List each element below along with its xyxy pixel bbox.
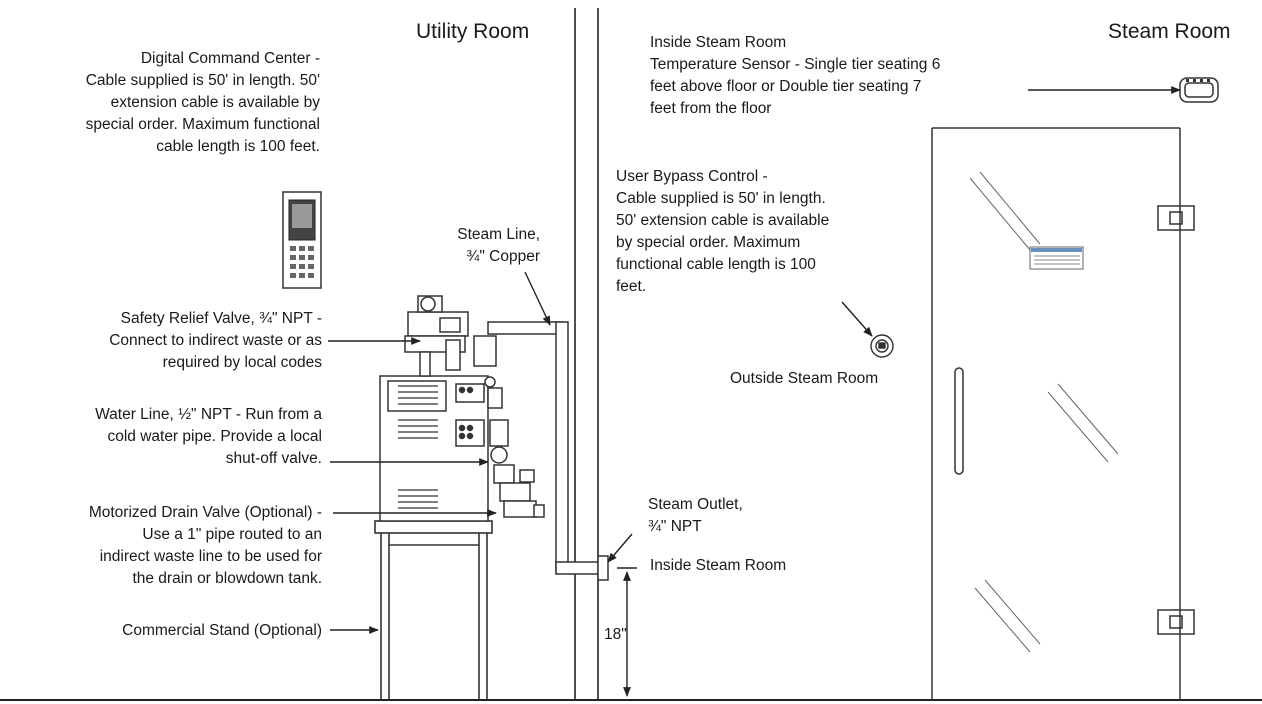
steam-room-title: Steam Room [1108, 20, 1231, 43]
utility-room-title: Utility Room [416, 20, 530, 43]
dividing-wall [574, 8, 599, 700]
inside-steam-room-label: Inside Steam Room [650, 557, 787, 574]
steam-room-door [931, 127, 1195, 700]
steam-line-pipe [487, 321, 599, 575]
lower-hinge-icon [1157, 609, 1195, 635]
commercial-stand-icon [374, 520, 493, 700]
water-line-label: Water Line, ½" NPT - Run from a cold wat… [95, 406, 322, 467]
leader-lines [328, 86, 1181, 634]
door-label-icon [1029, 246, 1084, 270]
steam-generator-icon [379, 295, 545, 522]
safety-relief-valve-label: Safety Relief Valve, ¾" NPT - Connect to… [109, 310, 322, 371]
steam-line-label: Steam Line, ¾" Copper [457, 226, 540, 265]
upper-hinge-icon [1157, 205, 1195, 231]
user-bypass-control-icon [870, 334, 894, 358]
digital-command-center-icon [282, 191, 322, 289]
digital-command-center-label: Digital Command Center - Cable supplied … [85, 50, 320, 155]
steam-outlet-label: Steam Outlet, ¾" NPT [648, 496, 743, 535]
temperature-sensor-icon [1179, 77, 1219, 103]
outside-steam-room-label: Outside Steam Room [730, 370, 879, 387]
motorized-drain-valve-label: Motorized Drain Valve (Optional) - Use a… [88, 504, 322, 587]
height-dimension-line [617, 567, 637, 697]
steam-outlet-icon [597, 555, 609, 581]
height-dimension-label: 18" [604, 626, 627, 643]
commercial-stand-label: Commercial Stand (Optional) [122, 622, 322, 639]
user-bypass-control-label: User Bypass Control - Cable supplied is … [616, 168, 830, 295]
door-handle-icon [954, 367, 964, 475]
temperature-sensor-label: Inside Steam Room Temperature Sensor - S… [650, 34, 941, 117]
